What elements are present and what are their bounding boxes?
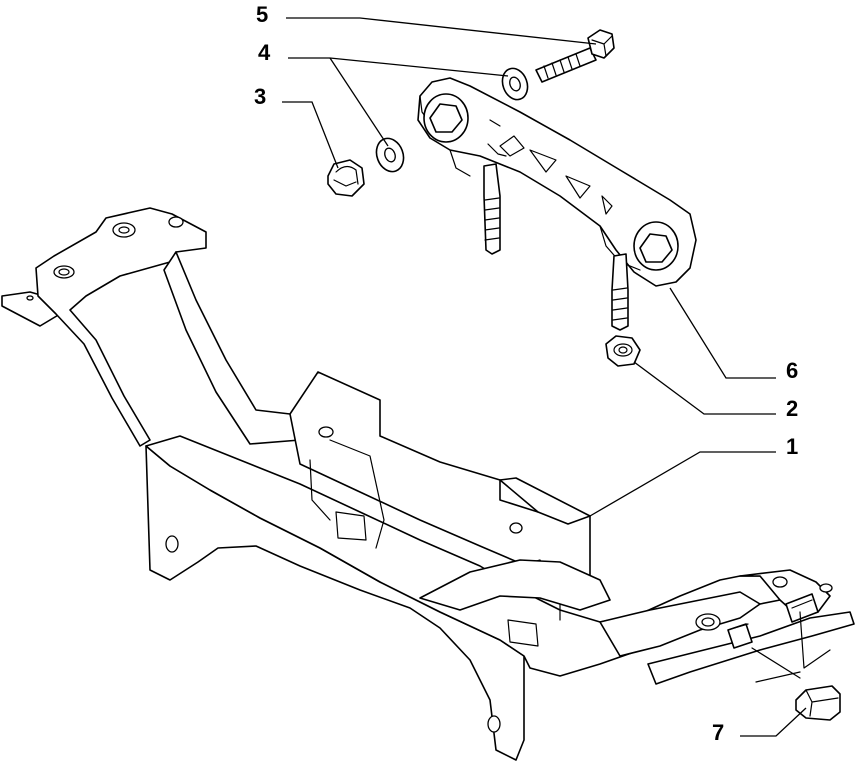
part-4-washers xyxy=(375,67,529,173)
part-2-nut xyxy=(605,335,641,367)
leader-4a xyxy=(288,57,509,77)
callout-2: 2 xyxy=(786,396,798,421)
leader-7 xyxy=(740,707,807,737)
callout-6: 6 xyxy=(786,358,798,383)
leader-6 xyxy=(669,287,776,379)
leader-3 xyxy=(282,101,339,169)
leader-1 xyxy=(589,451,776,517)
part-6-mount-bracket xyxy=(417,77,697,331)
part-5-bolt xyxy=(535,29,615,83)
leader-4b xyxy=(329,57,389,147)
leader-2 xyxy=(633,361,776,415)
part-7-plug xyxy=(795,685,841,721)
part-3-cap-nut xyxy=(327,159,365,197)
callout-3: 3 xyxy=(254,84,266,109)
callout-1: 1 xyxy=(786,434,798,459)
callout-5: 5 xyxy=(256,2,268,27)
callout-7: 7 xyxy=(712,720,724,745)
leader-5 xyxy=(286,17,597,45)
leader-lines xyxy=(282,17,807,737)
part-1-subframe xyxy=(1,207,855,761)
callout-4: 4 xyxy=(258,40,271,65)
